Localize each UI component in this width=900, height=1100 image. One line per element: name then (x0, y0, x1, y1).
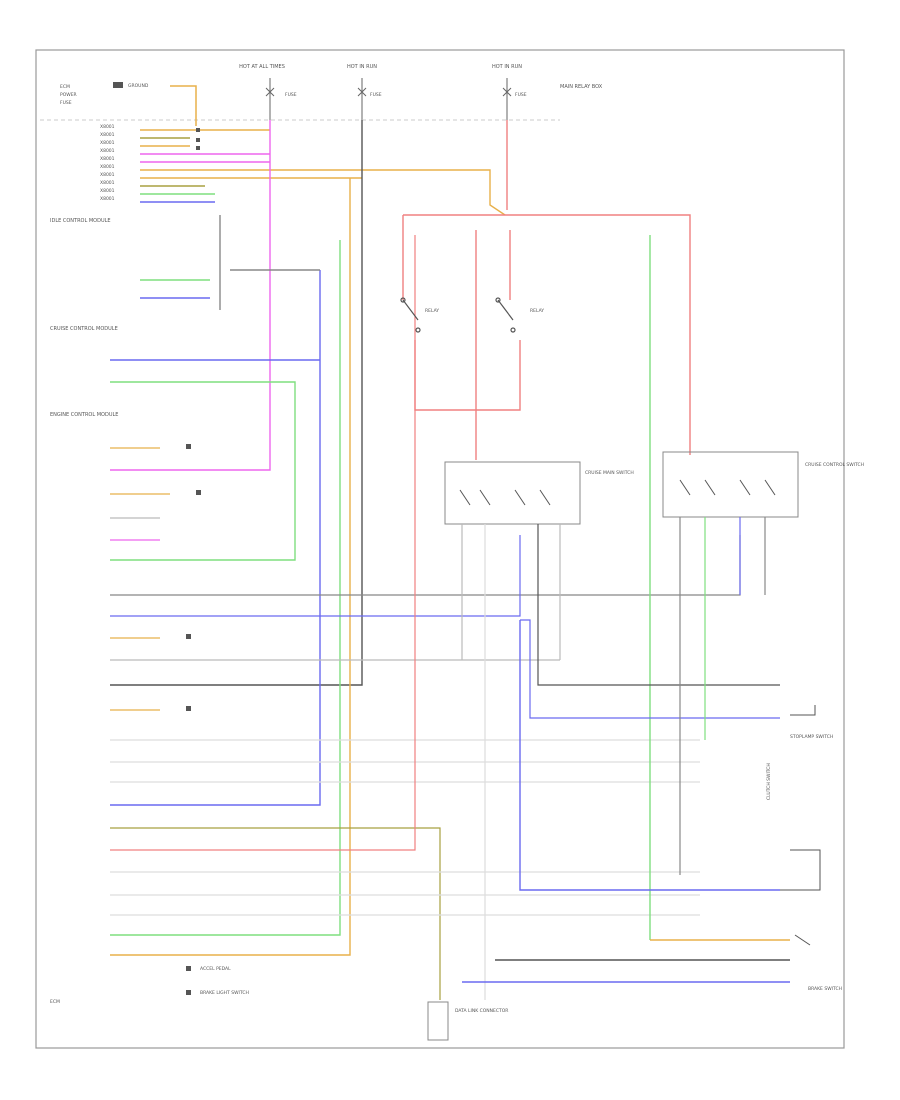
label-relay-2: RELAY (530, 308, 544, 314)
ecm-leads (110, 235, 741, 1000)
svg-text:ECM: ECM (60, 84, 70, 90)
label-fuse-1: FUSE (285, 92, 297, 98)
cruise-main-switch-box (444, 461, 581, 525)
cruise-main-switch-contacts (459, 489, 551, 506)
right-switches (780, 705, 821, 946)
label-cruise-control: CRUISE CONTROL MODULE (50, 326, 118, 332)
label-ground-top: GROUND (128, 83, 149, 89)
cruise-control-switch-contacts (679, 479, 776, 496)
wire-orange-top (170, 85, 197, 126)
svg-text:X8001: X8001 (100, 124, 115, 130)
cruise-control-switch-outputs (679, 517, 766, 875)
svg-text:X8001: X8001 (100, 132, 115, 138)
label-ecm-bottom: ECM (50, 999, 60, 1005)
label-main-relay-box: MAIN RELAY BOX (560, 84, 603, 90)
label-cruise-main-switch: CRUISE MAIN SWITCH (585, 470, 634, 476)
label-relay-1: RELAY (425, 308, 439, 314)
ecm-connector-labels: ECM POWER FUSE X8001 X8001 X8001 X8001 X… (60, 84, 115, 202)
svg-text:X8001: X8001 (100, 164, 115, 170)
label-clutch-switch: CLUTCH SWITCH (766, 763, 772, 800)
svg-text:X8001: X8001 (100, 196, 115, 202)
ground-symbol-top (113, 82, 123, 88)
svg-text:FUSE: FUSE (60, 100, 72, 106)
label-fuse-3: FUSE (515, 92, 527, 98)
svg-text:POWER: POWER (60, 92, 77, 98)
svg-text:X8001: X8001 (100, 188, 115, 194)
label-accel-pedal: ACCEL PEDAL (200, 966, 231, 972)
label-brake-switch: BRAKE SWITCH (808, 986, 842, 992)
bullet-markers (196, 128, 200, 150)
svg-text:X8001: X8001 (100, 148, 115, 154)
idle-wires (140, 269, 320, 299)
fuse-symbols (265, 78, 512, 120)
data-link-connector (427, 1001, 449, 1041)
label-stoplamp-switch: STOPLAMP SWITCH (790, 734, 833, 740)
right-wires (462, 620, 790, 983)
label-hot-at-all-times: HOT AT ALL TIMES (239, 64, 285, 70)
svg-text:X8001: X8001 (100, 180, 115, 186)
label-hot-in-run-2: HOT IN RUN (492, 64, 522, 70)
cruise-wires (110, 359, 320, 561)
label-engine-control: ENGINE CONTROL MODULE (50, 412, 118, 418)
svg-text:X8001: X8001 (100, 140, 115, 146)
relay-switches (400, 297, 516, 333)
label-brake-light-switch: BRAKE LIGHT SWITCH (200, 990, 249, 996)
cruise-control-switch-box (662, 451, 799, 518)
top-wire-bundle (140, 129, 506, 216)
label-idle-control: IDLE CONTROL MODULE (50, 218, 111, 224)
label-fuse-2: FUSE (370, 92, 382, 98)
ecm-connector-boxes (186, 444, 201, 995)
relay-section (402, 214, 691, 940)
cruise-main-switch-outputs (461, 524, 780, 1000)
label-data-link: DATA LINK CONNECTOR (455, 1008, 508, 1014)
label-cruise-control-switch: CRUISE CONTROL SWITCH (805, 462, 864, 468)
label-hot-in-run-1: HOT IN RUN (347, 64, 377, 70)
svg-text:X8001: X8001 (100, 172, 115, 178)
svg-text:X8001: X8001 (100, 156, 115, 162)
vertical-wires (110, 120, 508, 956)
diagram-frame (35, 49, 845, 1049)
